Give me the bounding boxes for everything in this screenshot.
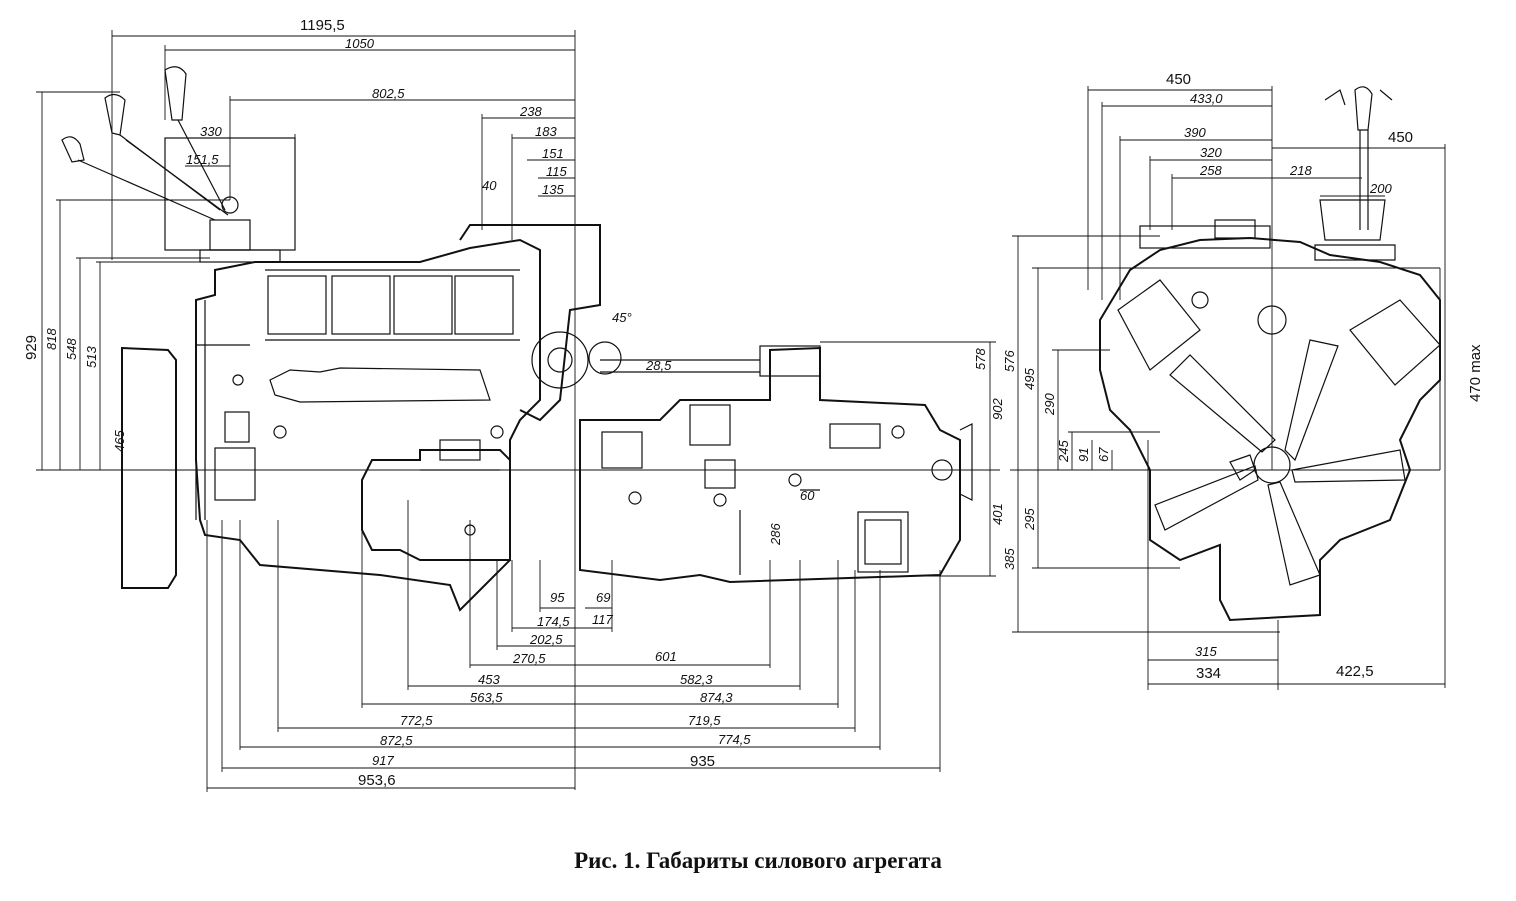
dim-label: 334 [1196,665,1221,682]
dim-label: 470 max [1467,344,1484,402]
dim-label: 601 [655,649,677,664]
dim-label: 202,5 [529,632,563,647]
dim-label: 315 [1195,644,1217,659]
front-top-dimension-lines [1087,86,1446,688]
dim-label: 929 [23,335,40,360]
dim-label: 295 [1022,508,1037,531]
dim-label: 183 [535,124,557,139]
dim-label: 917 [372,753,394,768]
dim-label: 174,5 [537,614,570,629]
dim-label: 450 [1166,71,1191,88]
engine-block [195,238,541,612]
dim-label: 91 [1076,448,1091,462]
dim-label: 563,5 [470,690,503,705]
dim-label: 320 [1200,145,1222,160]
dim-label: 245 [1056,440,1071,463]
dim-label: 953,6 [358,772,396,789]
dim-label: 290 [1042,393,1057,416]
dim-label: 390 [1184,125,1206,140]
dim-label: 286 [768,523,783,546]
dim-label: 450 [1388,129,1413,146]
dim-label: 453 [478,672,500,687]
dim-label: 401 [990,503,1005,525]
dim-label: 135 [542,182,564,197]
dim-label: 872,5 [380,733,413,748]
dim-label: 258 [1199,163,1222,178]
dim-label: 60 [800,488,815,503]
side-view-dimension-labels: 1195,5 1050 802,5 238 183 151 115 135 33… [23,17,1005,789]
dim-label: 772,5 [400,713,433,728]
dim-label: 95 [550,590,565,605]
dim-label: 548 [64,338,79,360]
dim-label: 582,3 [680,672,713,687]
dim-label: 200 [1369,181,1392,196]
side-bottom-dimension-lines [206,500,941,792]
dim-label: 69 [596,590,610,605]
dim-label: 902 [990,398,1005,420]
dim-label: 385 [1002,548,1017,570]
pump-housing [459,224,760,422]
front-bottom-dimension-lines [1147,440,1445,690]
dim-label: 465 [112,430,127,452]
dim-label: 1195,5 [300,17,345,34]
transmission-housing [579,345,973,584]
dim-label: 67 [1096,447,1111,462]
dim-label: 576 [1002,350,1017,372]
dim-label: 1050 [345,36,375,51]
dim-label: 719,5 [688,713,721,728]
dim-label: 115 [546,164,567,179]
dim-label: 774,5 [718,732,751,747]
starter-motor [361,439,511,561]
dim-label: 818 [44,328,59,350]
dim-label: 28,5 [645,358,672,373]
dim-label: 433,0 [1190,91,1223,106]
dim-label: 218 [1289,163,1312,178]
engine-front-outline [1099,86,1441,622]
side-top-dimension-lines [111,30,576,790]
dim-label: 238 [519,104,542,119]
gear-lever-assembly [61,66,296,263]
dim-label: 495 [1022,368,1037,390]
figure-caption: Рис. 1. Габариты силового агрегата [574,848,942,873]
side-left-dimension-lines [36,91,1000,471]
dim-label: 802,5 [372,86,405,101]
dim-label: 935 [690,753,715,770]
front-view [1010,86,1446,690]
dim-label: 40 [482,178,497,193]
flywheel-housing-outline [121,346,177,589]
dim-label: 151 [542,146,564,161]
engine-dimension-drawing: 1195,5 1050 802,5 238 183 151 115 135 33… [23,17,1484,792]
dim-label: 578 [973,348,988,370]
dim-label: 117 [592,612,613,627]
dim-label: 874,3 [700,690,733,705]
dim-label: 513 [84,346,99,368]
dim-label: 151,5 [186,152,219,167]
dim-label: 45° [612,310,632,325]
front-view-dimension-labels: 450 433,0 390 320 258 218 450 200 576 49… [1002,71,1484,682]
side-view [36,30,1000,792]
dim-label: 422,5 [1336,663,1374,680]
dim-label: 330 [200,124,222,139]
front-left-dimension-lines [1010,235,1440,633]
dim-label: 270,5 [512,651,546,666]
